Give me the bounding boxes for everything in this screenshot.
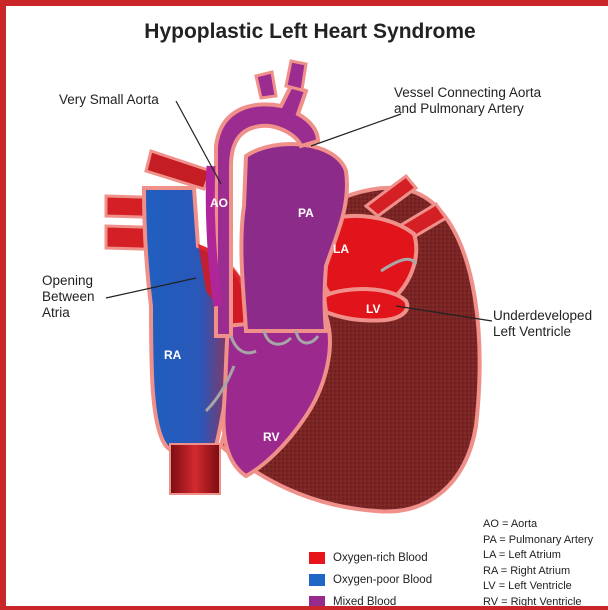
legend-item: Oxygen-rich Blood <box>309 548 432 567</box>
legend-item: Oxygen-poor Blood <box>309 570 432 589</box>
legend-swatch <box>309 552 325 564</box>
callout-text: Between <box>42 289 95 305</box>
abbreviation-entry: RV = Right Ventricle <box>483 595 593 610</box>
abbreviation-key: AO = Aorta PA = Pulmonary Artery LA = Le… <box>483 517 593 610</box>
callout-text: Left Ventricle <box>493 324 592 340</box>
callout-text: and Pulmonary Artery <box>394 101 541 117</box>
legend-item: Mixed Blood <box>309 592 432 610</box>
callout-text: Atria <box>42 305 95 321</box>
legend-swatch <box>309 574 325 586</box>
color-legend: Oxygen-rich Blood Oxygen-poor Blood Mixe… <box>309 548 432 610</box>
callout-text: Underdeveloped <box>493 308 592 324</box>
callout-vessel-connecting: Vessel Connecting Aorta and Pulmonary Ar… <box>394 85 541 117</box>
callout-text: Opening <box>42 273 95 289</box>
abbreviation-entry: LA = Left Atrium <box>483 548 593 564</box>
callout-underdeveloped-left-ventricle: Underdeveloped Left Ventricle <box>493 308 592 340</box>
callout-opening-between-atria: Opening Between Atria <box>42 273 95 321</box>
callout-text: Very Small Aorta <box>59 92 159 108</box>
legend-label: Oxygen-rich Blood <box>333 552 428 564</box>
abbreviation-entry: AO = Aorta <box>483 517 593 533</box>
abbreviation-entry: PA = Pulmonary Artery <box>483 533 593 549</box>
callout-very-small-aorta: Very Small Aorta <box>59 92 159 108</box>
abbreviation-entry: RA = Right Atrium <box>483 564 593 580</box>
abbreviation-entry: LV = Left Ventricle <box>483 579 593 595</box>
legend-label: Oxygen-poor Blood <box>333 574 432 586</box>
legend-label: Mixed Blood <box>333 596 396 608</box>
legend-swatch <box>309 596 325 608</box>
callout-text: Vessel Connecting Aorta <box>394 85 541 101</box>
